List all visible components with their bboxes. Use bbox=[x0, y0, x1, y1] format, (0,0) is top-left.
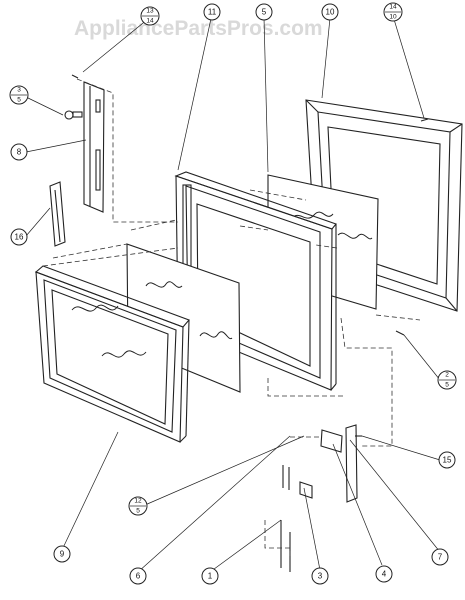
callout-7: 7 bbox=[431, 548, 449, 566]
callout-label: 5 bbox=[445, 382, 449, 389]
callout-label: 1 bbox=[208, 572, 213, 581]
callout-label: 9 bbox=[60, 550, 65, 559]
callout-4: 4 bbox=[375, 565, 393, 583]
watermark: AppliancePartsPros.com bbox=[74, 17, 323, 40]
small-screws bbox=[71, 74, 429, 437]
callout-label: 14 bbox=[146, 18, 154, 25]
callout-label: 10 bbox=[389, 14, 397, 21]
callout-label: 3 bbox=[318, 572, 323, 581]
callout-1: 1 bbox=[201, 567, 219, 585]
callout-label: 5 bbox=[17, 97, 21, 104]
callout-3: 3 bbox=[311, 567, 329, 585]
callout-5-top: 5 bbox=[255, 3, 273, 21]
callout-10: 10 bbox=[321, 3, 339, 21]
callout-label: 7 bbox=[438, 553, 443, 562]
hinge-bracket bbox=[83, 81, 105, 213]
callout-8: 8 bbox=[10, 143, 28, 161]
screw-part bbox=[64, 110, 83, 120]
leader-lines bbox=[25, 13, 441, 573]
callout-label: 16 bbox=[15, 233, 24, 242]
front-door-frame bbox=[34, 265, 190, 443]
callout-label: 4 bbox=[382, 570, 387, 579]
callout-11: 11 bbox=[203, 3, 221, 21]
callout-16: 16 bbox=[10, 228, 28, 246]
callout-label: 3 bbox=[17, 87, 21, 94]
callout-label: 14 bbox=[389, 4, 397, 11]
callout-label: 10 bbox=[326, 8, 335, 17]
callout-label: 11 bbox=[208, 8, 217, 17]
callout-13-14: 13 14 bbox=[140, 6, 160, 26]
callout-label: 2 bbox=[445, 372, 449, 379]
callout-label: 13 bbox=[146, 8, 154, 15]
callout-label: 8 bbox=[17, 148, 22, 157]
callout-label: 15 bbox=[443, 456, 452, 465]
callout-14-10: 14 10 bbox=[383, 2, 403, 22]
assembly-guide-lines bbox=[42, 78, 421, 556]
callout-label: 5 bbox=[262, 8, 267, 17]
latch-assembly bbox=[280, 424, 358, 572]
callout-2-5: 2 5 bbox=[437, 370, 457, 390]
callout-label: 12 bbox=[134, 498, 142, 505]
callout-6: 6 bbox=[129, 567, 147, 585]
callout-label: 5 bbox=[136, 508, 140, 515]
callout-15: 15 bbox=[438, 451, 456, 469]
spacer-block bbox=[49, 181, 66, 247]
callout-9: 9 bbox=[53, 545, 71, 563]
callout-12-5: 12 5 bbox=[128, 496, 148, 516]
callout-3-5: 3 5 bbox=[9, 85, 29, 105]
callout-label: 6 bbox=[136, 572, 141, 581]
